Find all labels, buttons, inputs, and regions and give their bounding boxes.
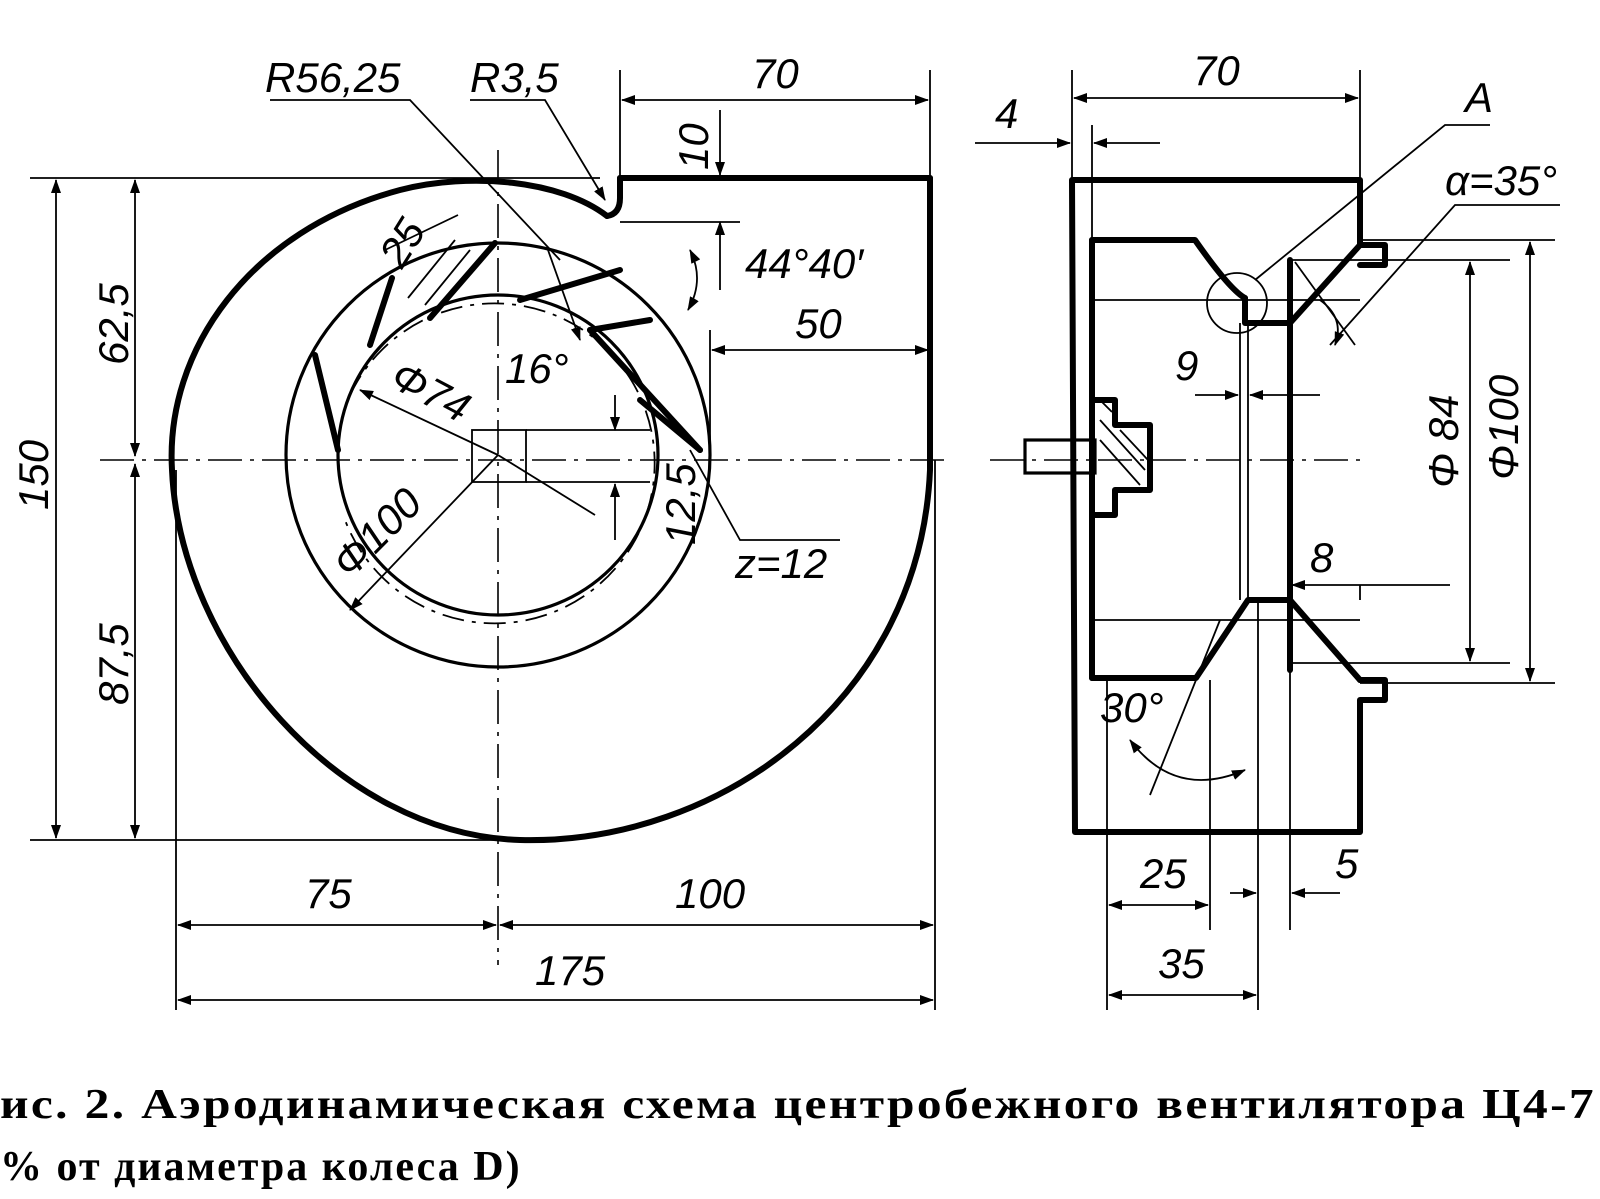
dim-tongue-offset: 10: [670, 123, 717, 170]
dim-bottom-100: 100: [675, 870, 746, 917]
dim-upper-62-5: 62,5: [90, 283, 137, 365]
dim-gap-9: 9: [1175, 342, 1198, 389]
dim-phi-84: Φ 84: [1420, 394, 1467, 488]
dim-angle-30: 30°: [1100, 684, 1164, 731]
dim-side-bottom-35: 35: [1158, 940, 1205, 987]
dim-phi-74: Φ74: [384, 351, 478, 431]
blades: [312, 240, 703, 453]
dim-blade-length: 25: [369, 210, 434, 276]
dim-bottom-75: 75: [305, 870, 352, 917]
shaft: [1023, 438, 1097, 475]
dim-total-150: 150: [10, 439, 57, 510]
front-view: R56,25 R3,5 70 10 25 44°40′ 50 16° Φ74 Φ…: [10, 50, 950, 1010]
tongue: [604, 175, 623, 219]
dim-bottom-175: 175: [535, 947, 606, 994]
dim-phi-100-side: Φ100: [1480, 374, 1527, 480]
side-view: 70 4 A α=35° 9 Φ 84 Φ100 8 30° 25 5 35: [975, 47, 1560, 1010]
volute-casing: [168, 175, 933, 844]
dim-side-bottom-25: 25: [1139, 850, 1187, 897]
dim-side-50: 50: [795, 300, 842, 347]
dim-r-volute: R56,25: [265, 54, 401, 101]
dim-alpha: α=35°: [1445, 157, 1557, 204]
impeller-inner-circle: [344, 302, 656, 625]
figure-caption: ис. 2. Аэродинамическая схема центробежн…: [0, 1082, 1596, 1190]
dim-r-tongue: R3,5: [470, 54, 559, 101]
dim-offset-12-5: 12,5: [657, 463, 704, 545]
dim-angle-16: 16°: [505, 345, 569, 392]
hub-square: [471, 429, 527, 483]
dim-outlet-width: 70: [752, 50, 799, 97]
side-housing: [1069, 177, 1388, 835]
caption-line-2: % от диаметра колеса D): [0, 1144, 522, 1190]
dim-blade-count: z=12: [734, 540, 827, 587]
dim-gap-8: 8: [1310, 534, 1334, 581]
dim-wall-4: 4: [995, 90, 1018, 137]
label-detail-a: A: [1462, 74, 1493, 121]
impeller-back-disk: [1089, 237, 1248, 301]
dim-side-bottom-5: 5: [1335, 840, 1359, 887]
dim-outlet-angle: 44°40′: [745, 240, 865, 287]
dim-phi-100: Φ100: [323, 478, 431, 586]
dim-side-top-70: 70: [1193, 47, 1240, 94]
detail-a-circle: [1206, 272, 1268, 334]
hub: [1092, 397, 1153, 518]
dim-lower-87-5: 87,5: [90, 623, 137, 705]
caption-line-1: ис. 2. Аэродинамическая схема центробежн…: [0, 1082, 1596, 1128]
